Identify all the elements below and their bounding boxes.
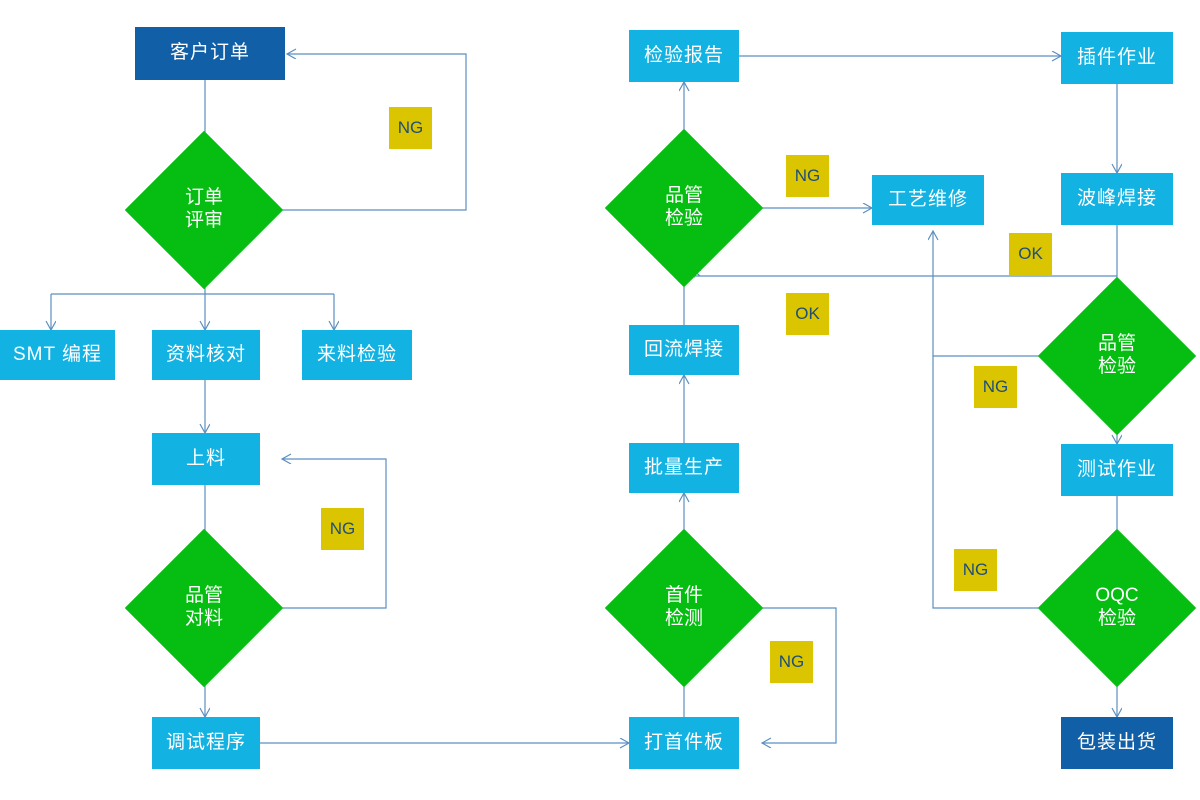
node-label: 品管 对料: [184, 585, 223, 629]
node-material-loading[interactable]: 上料: [152, 433, 260, 485]
node-label: 插件作业: [1076, 46, 1157, 68]
node-customer-order[interactable]: 客户订单: [135, 27, 285, 80]
badge-label: NG: [778, 652, 805, 671]
node-label: 回流焊接: [643, 338, 724, 360]
node-label: SMT 编程: [12, 343, 103, 365]
node-label: 工艺维修: [887, 188, 968, 210]
node-label: 资料核对: [165, 343, 246, 365]
node-label: 上料: [185, 447, 226, 469]
node-label: 包装出货: [1076, 731, 1157, 753]
node-label: 品管 检验: [664, 185, 703, 229]
node-insertion-operation[interactable]: 插件作业: [1061, 32, 1173, 84]
node-packing-shipment[interactable]: 包装出货: [1061, 717, 1173, 769]
node-incoming-inspection[interactable]: 来料检验: [302, 330, 412, 380]
node-label: 来料检验: [316, 343, 397, 365]
node-first-article-inspection[interactable]: 首件 检测: [604, 528, 764, 688]
node-label: 测试作业: [1076, 458, 1157, 480]
badge-label: OK: [795, 304, 820, 323]
node-debug-program[interactable]: 调试程序: [152, 717, 260, 769]
node-print-first-board[interactable]: 打首件板: [629, 717, 739, 769]
node-qc-material-check[interactable]: 品管 对料: [124, 528, 284, 688]
badge-label: NG: [329, 519, 356, 538]
badge-label: OK: [1018, 244, 1043, 263]
node-test-operation[interactable]: 测试作业: [1061, 444, 1173, 496]
node-mass-production[interactable]: 批量生产: [629, 443, 739, 493]
node-label: 订单 评审: [184, 187, 223, 231]
edge-badge-ok-qc-inspection-smt: OK: [786, 293, 829, 335]
edge-badge-ok-wave-soldering: OK: [1009, 233, 1052, 275]
node-reflow-soldering[interactable]: 回流焊接: [629, 325, 739, 375]
node-order-review[interactable]: 订单 评审: [124, 130, 284, 290]
node-qc-inspection-dip[interactable]: 品管 检验: [1037, 276, 1197, 436]
node-process-repair[interactable]: 工艺维修: [872, 175, 984, 225]
node-wave-soldering[interactable]: 波峰焊接: [1061, 173, 1173, 225]
badge-label: NG: [962, 560, 989, 579]
edge-badge-ng-order-review: NG: [389, 107, 432, 149]
node-label: 品管 检验: [1097, 333, 1136, 377]
node-label: 客户订单: [169, 42, 250, 64]
edge-badge-ng-qc-inspection-smt: NG: [786, 155, 829, 197]
node-label: OQC 检验: [1095, 585, 1139, 629]
node-smt-programming[interactable]: SMT 编程: [0, 330, 115, 380]
node-label: 调试程序: [165, 731, 246, 753]
badge-label: NG: [794, 166, 821, 185]
badge-label: NG: [397, 118, 424, 137]
node-label: 波峰焊接: [1076, 187, 1157, 209]
edge-badge-ng-first-article: NG: [770, 641, 813, 683]
node-label: 批量生产: [643, 456, 724, 478]
node-data-verification[interactable]: 资料核对: [152, 330, 260, 380]
edge-badge-ng-oqc: NG: [954, 549, 997, 591]
edge-badge-ng-qc-material: NG: [321, 508, 364, 550]
node-label: 打首件板: [643, 731, 724, 753]
edge-review-ng-to-order: [261, 54, 467, 211]
node-oqc-inspection[interactable]: OQC 检验: [1037, 528, 1197, 688]
node-label: 检验报告: [643, 44, 724, 66]
badge-label: NG: [982, 377, 1009, 396]
node-label: 首件 检测: [664, 585, 703, 629]
edge-badge-ng-qc-inspection-dip: NG: [974, 366, 1017, 408]
node-qc-inspection-smt[interactable]: 品管 检验: [604, 128, 764, 288]
node-inspection-report[interactable]: 检验报告: [629, 30, 739, 82]
